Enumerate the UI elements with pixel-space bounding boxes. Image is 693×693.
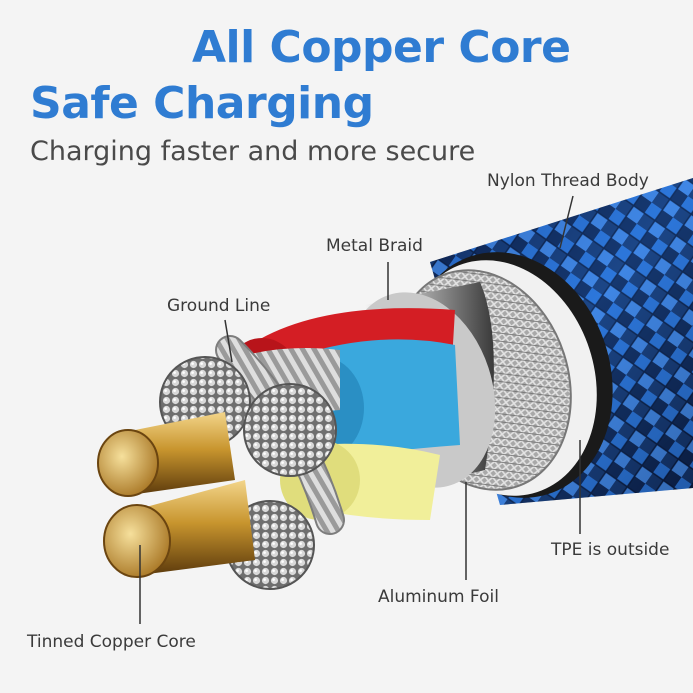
headline-line-2: Safe Charging	[30, 78, 374, 129]
label-tpe: TPE is outside	[551, 540, 670, 560]
label-tinned-copper-core: Tinned Copper Core	[27, 632, 196, 652]
label-metal-braid: Metal Braid	[326, 236, 423, 256]
subtitle: Charging faster and more secure	[30, 136, 476, 167]
tinned-copper-core	[97, 412, 255, 578]
label-nylon-thread-body: Nylon Thread Body	[487, 171, 649, 191]
headline-line-1: All Copper Core	[192, 22, 571, 73]
label-ground-line: Ground Line	[167, 296, 271, 316]
label-aluminum-foil: Aluminum Foil	[378, 587, 499, 607]
leader-lines	[139, 195, 581, 624]
